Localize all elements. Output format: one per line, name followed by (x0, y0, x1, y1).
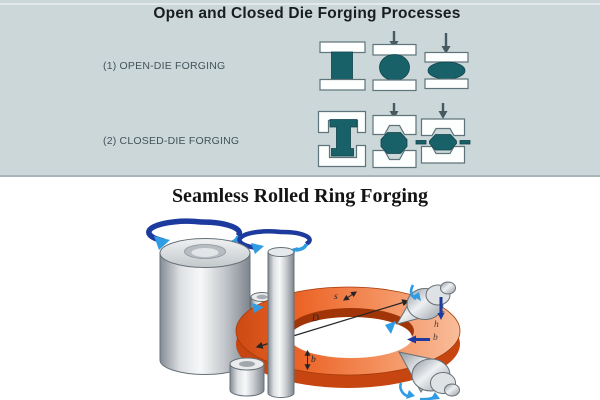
dim-label-h: h (434, 320, 439, 330)
open-die-step-3 (424, 33, 469, 90)
ring-forging-title: Seamless Rolled Ring Forging (171, 185, 429, 207)
ring-rolling-illustration: s D b (146, 218, 461, 400)
open-die-step-2 (372, 31, 417, 92)
main-roll (159, 238, 251, 375)
dim-label-b-right: b (433, 333, 438, 343)
axial-squeeze-arrows: h b (407, 297, 445, 344)
die-forging-panel: Open and Closed Die Forging Processes (1… (0, 0, 600, 177)
closed-die-step-1 (317, 110, 367, 168)
closed-die-step-3 (415, 103, 471, 164)
dim-label-b-bottom: b (311, 355, 316, 365)
closed-die-label: (2) CLOSED-DIE FORGING (103, 135, 240, 147)
mandrel-feed-arrow (252, 303, 264, 313)
open-die-step-1 (319, 41, 366, 91)
guide-roll (229, 357, 265, 397)
open-die-label: (1) OPEN-DIE FORGING (103, 60, 226, 72)
page-title: Open and Closed Die Forging Processes (153, 5, 461, 22)
die-forging-diagram (317, 31, 471, 169)
ring-forging-panel: s D b (0, 179, 600, 400)
dim-label-s: s (334, 292, 338, 302)
axial-roll-upper (385, 281, 456, 334)
axial-roll-lower (398, 351, 460, 400)
mandrel (267, 247, 295, 398)
dim-label-D: D (311, 314, 319, 324)
closed-die-step-2 (372, 103, 417, 169)
